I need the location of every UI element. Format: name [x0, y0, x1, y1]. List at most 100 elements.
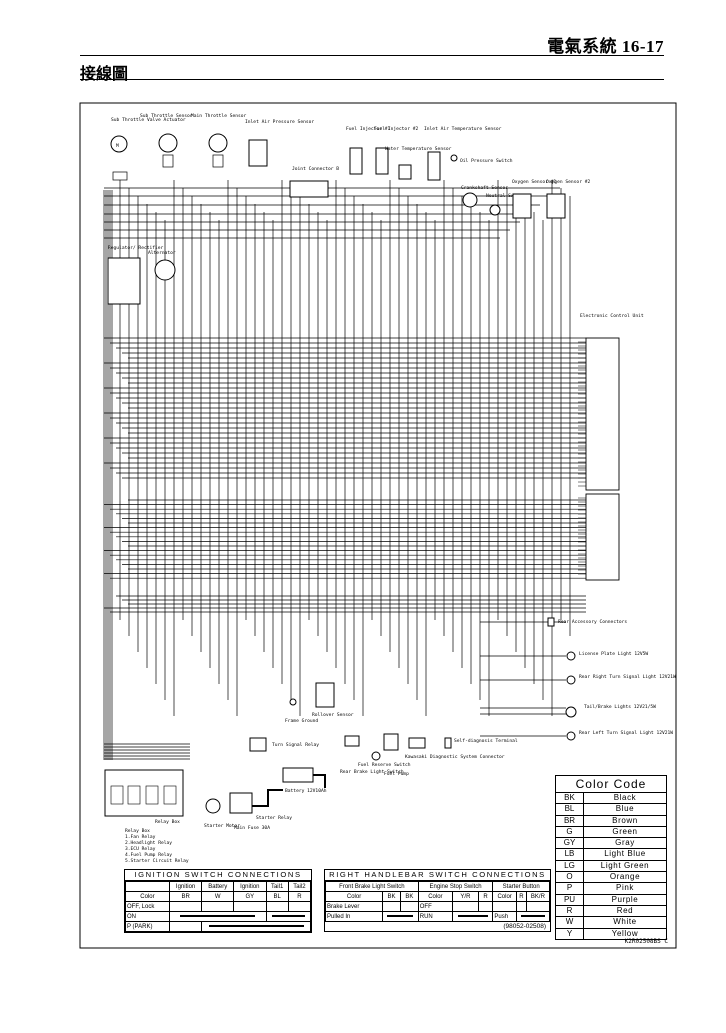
ground-cable: [313, 774, 326, 788]
fuel-injector-2-label: Fuel Injector #2: [374, 126, 418, 132]
oil-pressure-switch-label: Oil Pressure Switch: [460, 158, 513, 164]
oil-pressure-switch-icon: [450, 154, 458, 162]
inlet-air-pressure-sensor-label: Inlet Air Pressure Sensor: [245, 119, 314, 125]
alternator-icon: [154, 259, 176, 281]
alternator-label: Alternator: [148, 250, 176, 256]
hb-group-title: Starter Button: [492, 881, 550, 892]
frame-ground-icon: [289, 698, 297, 706]
tail-brake-light-icon: [565, 706, 577, 718]
relay-box-label: Relay Box: [155, 819, 180, 825]
diag-connector-label: Kawasaki Diagnostic System Connector: [405, 754, 505, 760]
oxygen-sensor-2-icon: [546, 193, 566, 219]
sub-throttle-sensor-label: Sub Throttle Sensor: [140, 113, 193, 119]
hb-color-label: Color: [492, 891, 517, 902]
oxygen-sensor-1-icon: [512, 193, 532, 219]
ign-header: [125, 881, 170, 892]
hb-state: Pulled In: [324, 911, 384, 922]
ign-header: Ignition: [168, 881, 203, 892]
ign-header: Tail2: [287, 881, 312, 892]
rear-left-turn-icon: [566, 731, 576, 741]
ecu-label: Electronic Control Unit: [580, 313, 644, 319]
section-title: 接線圖: [80, 66, 129, 83]
crankshaft-sensor-icon: [462, 192, 478, 208]
relay-box-list: Relay Box 1.Fan Relay 2.Headlight Relay …: [125, 828, 189, 864]
ign-position: OFF, Lock: [125, 901, 170, 912]
crankshaft-sensor-label: Crankshaft Sensor: [461, 185, 508, 191]
neutral-switch-label: Neutral Switch: [486, 193, 525, 199]
color-code-name: Black: [613, 793, 637, 802]
handlebar-switch-table: RIGHT HANDLEBAR SWITCH CONNECTIONS Front…: [324, 869, 551, 932]
frame-ground-label: Frame Ground: [285, 718, 318, 724]
oxygen-sensor-2-label: Oxygen Sensor #2: [546, 179, 590, 185]
oxygen-sensor-1-label: Oxygen Sensor #1: [512, 179, 556, 185]
color-code-abbrev: G: [556, 826, 584, 838]
color-code-name: Gray: [615, 838, 635, 848]
relay-list-item: 2.Headlight Relay: [125, 840, 172, 846]
main-fuse-label: Main Fuse 30A: [234, 825, 270, 831]
color-code-abbrev: O: [556, 872, 584, 883]
color-code-abbrev: P: [556, 883, 584, 894]
starter-relay-icon: [229, 792, 253, 814]
color-code-name: Orange: [609, 872, 641, 882]
ign-header: Battery: [201, 881, 235, 892]
color-code-name: Brown: [612, 815, 638, 825]
fuel-injector-2-icon: [375, 147, 389, 175]
diag-connector-icon: [408, 737, 426, 749]
battery-label: Battery 12V10Ah: [285, 788, 327, 794]
color-code-row: BK Black: [556, 793, 666, 805]
ign-header: Tail1: [265, 881, 289, 892]
starter-relay-label: Starter Relay: [256, 815, 292, 821]
ign-header: Ignition: [233, 881, 267, 892]
color-code-name: White: [613, 917, 637, 927]
water-temp-sensor-icon: [398, 164, 412, 180]
main-throttle-sensor-icon: [208, 133, 228, 153]
fuel-injector-1-icon: [349, 147, 363, 175]
water-temp-sensor-label: Water Temperature Sensor: [385, 146, 452, 152]
hb-state: Push: [492, 911, 517, 922]
color-code-row: W White: [556, 917, 666, 929]
hb-color: R: [477, 891, 494, 902]
hb-color: R: [515, 891, 527, 902]
license-plate-light-icon: [566, 651, 576, 661]
hb-brake-connection: [382, 911, 419, 922]
fuel-pump-label: Fuel Pump: [384, 771, 409, 777]
ign-color-cell: R: [287, 891, 312, 902]
rollover-sensor-icon: [315, 682, 335, 708]
ign-color-cell: BL: [265, 891, 289, 902]
turn-signal-relay-label: Turn Signal Relay: [272, 742, 319, 748]
regulator-rectifier-icon: [107, 257, 141, 305]
relay-list-item: 3.ECU Relay: [125, 846, 156, 852]
ign-color-cell: GY: [233, 891, 267, 902]
self-diag-terminal-icon: [444, 737, 452, 749]
ign-position: ON: [125, 911, 170, 922]
fuel-pump-icon: [383, 733, 399, 751]
hb-state: OFF: [417, 901, 454, 912]
rear-accessory-connector-icon: [547, 617, 555, 627]
ign-color-cell: BR: [168, 891, 203, 902]
hb-color: BK: [399, 891, 419, 902]
ignition-switch-title: IGNITION SWITCH CONNECTIONS: [125, 870, 311, 881]
motor-m-glyph: M: [116, 143, 119, 149]
rear-brake-switch-label: Rear Brake Light Switch: [340, 769, 404, 775]
tail-brake-label: Tail/Brake Lights 12V21/5W: [584, 704, 656, 710]
turn-signal-relay-icon: [249, 737, 267, 752]
part-number: (98052-02508): [503, 923, 546, 930]
main-throttle-sensor-label: Main Throttle Sensor: [191, 113, 247, 119]
inlet-air-pressure-sensor-icon: [248, 139, 268, 167]
figure-code: K2R02508BS C: [624, 938, 668, 945]
color-code-title: Color Code: [556, 776, 666, 793]
color-code-abbrev: Y: [556, 928, 584, 939]
ecu-connector-lower: [585, 493, 620, 581]
color-code-abbrev: W: [556, 917, 584, 928]
rear-left-turn-label: Rear Left Turn Signal Light 12V21W: [579, 730, 673, 736]
joint-connector-b-icon: [289, 180, 329, 198]
color-code-name: Blue: [615, 804, 635, 814]
color-code-abbrev: BK: [556, 793, 584, 804]
